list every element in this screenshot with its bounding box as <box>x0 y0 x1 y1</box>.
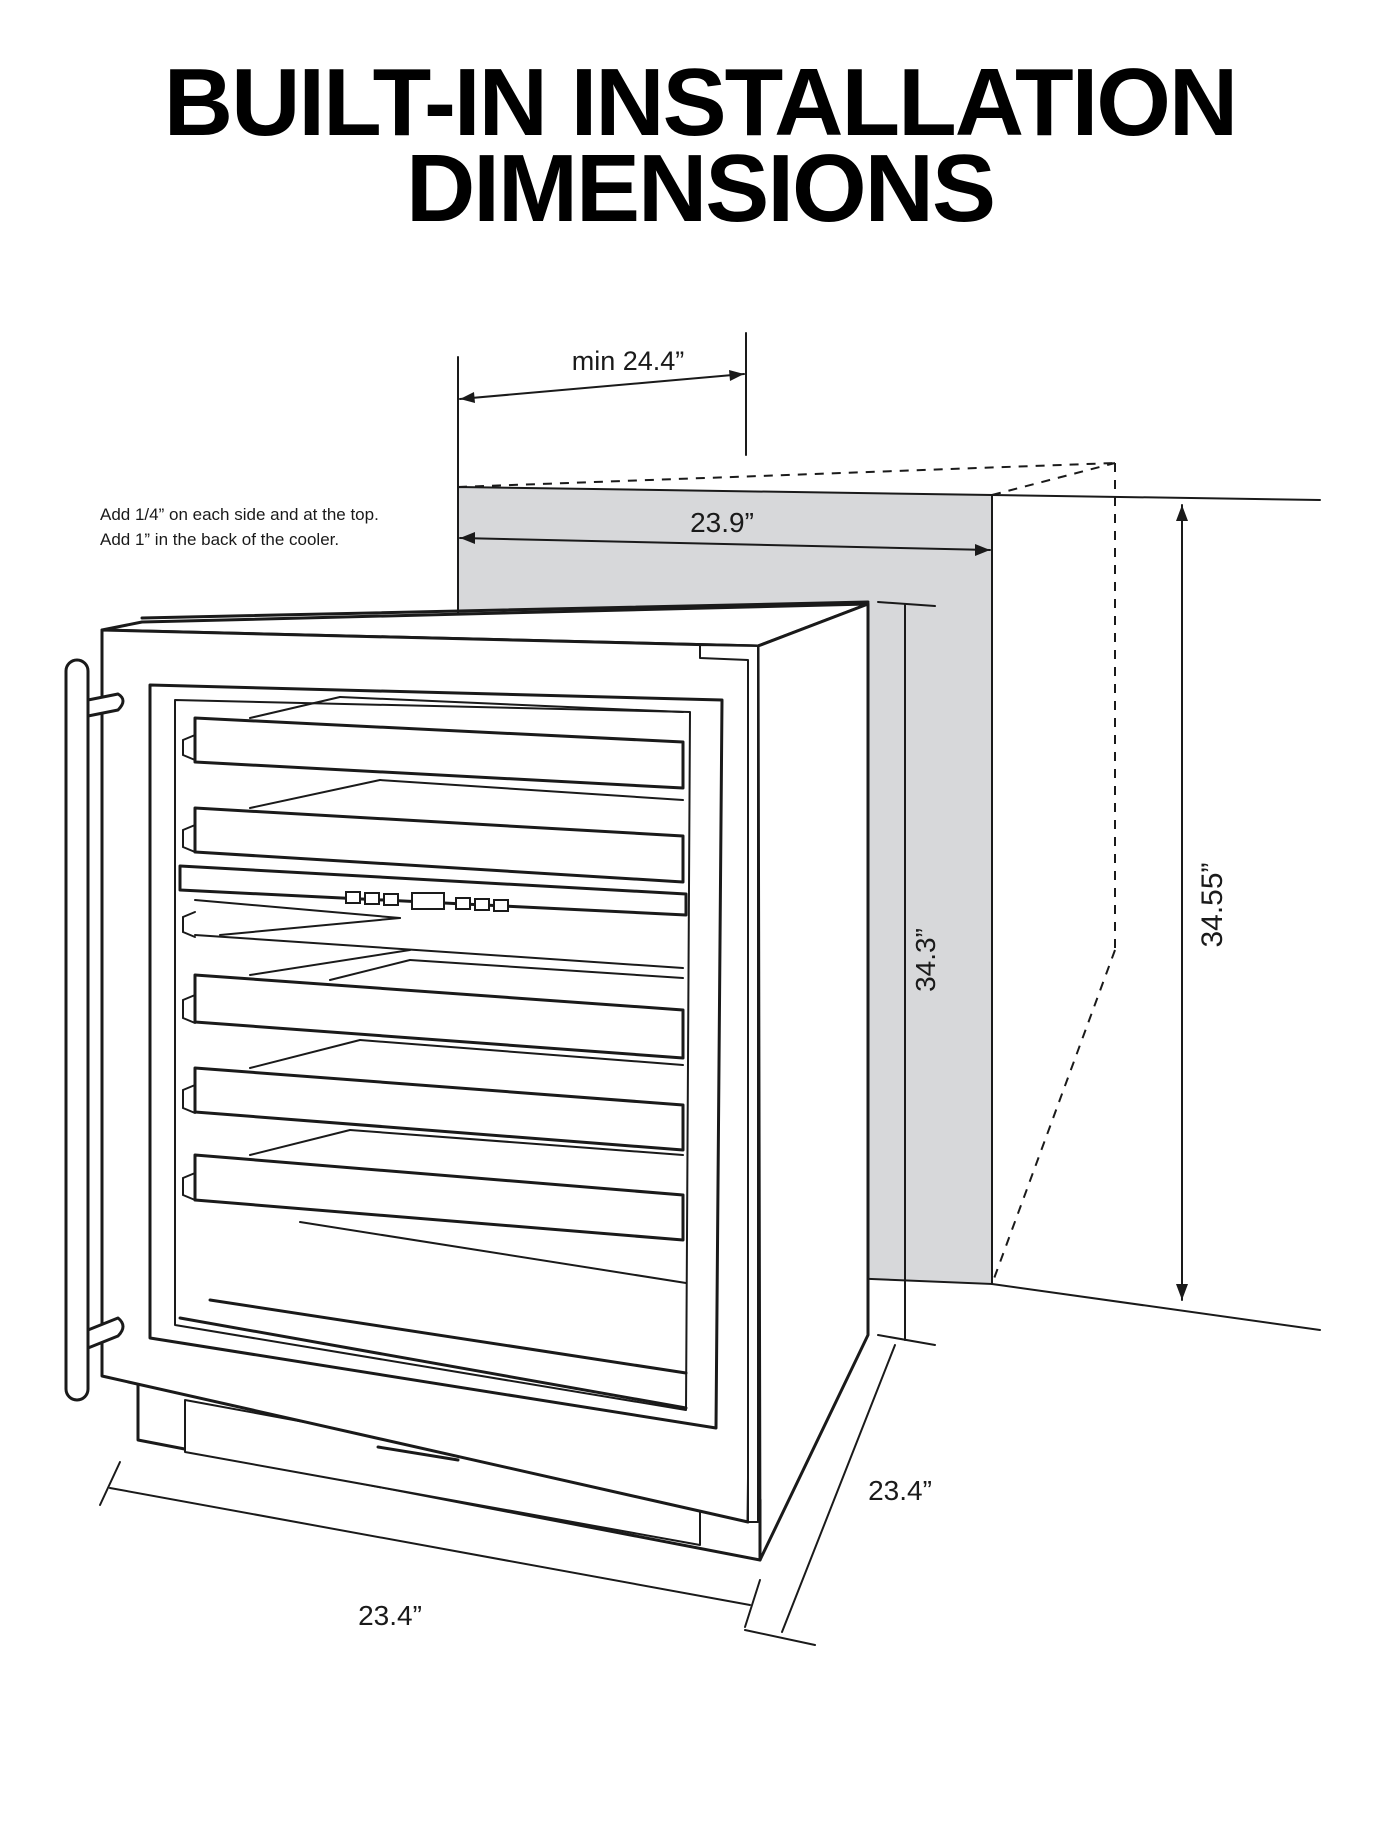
temp-button[interactable] <box>493 899 509 912</box>
floor-line <box>991 1283 1321 1331</box>
shelf-rail <box>349 1129 684 1156</box>
shelf-front <box>193 1066 685 1152</box>
dimension-line <box>781 1344 896 1633</box>
door-handle[interactable] <box>64 658 125 1402</box>
min-depth-label: min 24.4” <box>572 346 685 376</box>
shelf-rail <box>219 917 401 936</box>
shelf-rail <box>339 696 684 713</box>
glass-panel-inner <box>174 699 691 1411</box>
arrowhead-right <box>975 544 990 556</box>
shelf-1 <box>182 696 685 790</box>
control-panel-strip <box>178 864 688 917</box>
cavity-bottom-dashed-edge <box>991 949 1116 1285</box>
interior-floor-line <box>178 1316 688 1410</box>
shelf-rail <box>194 899 401 919</box>
shelf-bracket <box>182 1172 196 1201</box>
shelf-rail <box>194 934 684 969</box>
wine-cooler-unit <box>64 600 870 1562</box>
temp-button[interactable] <box>455 897 471 910</box>
dimension-arrow-line <box>459 373 745 400</box>
temp-button[interactable] <box>345 891 361 904</box>
note-line-2: Add 1” in the back of the cooler. <box>100 530 339 549</box>
dimension-unit-depth: 23.4” <box>744 1344 932 1646</box>
unit-width-label: 23.4” <box>358 1600 422 1631</box>
cabinet-right-side <box>756 602 870 1562</box>
shelf-rail <box>379 779 684 801</box>
dimension-line <box>109 1487 751 1606</box>
dimension-unit-height: 34.3” <box>877 601 941 1346</box>
arrowhead-top <box>1176 505 1188 521</box>
shelf-2 <box>182 779 685 884</box>
temp-button[interactable] <box>474 898 490 911</box>
shelf-bracket <box>182 824 196 853</box>
unit-depth-label: 23.4” <box>868 1475 932 1506</box>
shelf-bracket <box>182 994 196 1024</box>
temp-button[interactable] <box>383 893 399 906</box>
shelf-rail <box>359 1039 684 1066</box>
title-line-2: DIMENSIONS <box>405 135 996 242</box>
handle-bar[interactable] <box>64 658 90 1402</box>
shelf-rail <box>249 1039 361 1069</box>
shelf-5 <box>182 1039 685 1152</box>
opening-width-label: 23.9” <box>690 507 754 538</box>
cavity-top-dashed-edge <box>457 462 1116 488</box>
shelf-4 <box>182 949 685 1060</box>
unit-height-label: 34.3” <box>910 928 941 992</box>
extension-line-bottom <box>877 1334 936 1346</box>
dimension-opening-height: 34.55” <box>1176 504 1229 1301</box>
arrowhead-left <box>460 392 475 403</box>
dimension-min-depth: min 24.4” <box>457 332 747 488</box>
lock-bar <box>376 1445 460 1462</box>
cavity-top-dashed-depth <box>991 462 1116 496</box>
dimension-opening-width: 23.9” <box>459 507 991 556</box>
countertop-line <box>991 494 1321 501</box>
shelf-6 <box>182 1129 685 1242</box>
shelf-rail <box>249 949 411 976</box>
shelf-3 <box>182 899 684 969</box>
extension-line-top <box>877 601 936 607</box>
dimension-arrow-line <box>459 537 991 551</box>
installation-note: Add 1/4” on each side and at the top. Ad… <box>100 505 379 549</box>
interior-back-bottom <box>208 1298 688 1375</box>
shelf-bracket <box>182 1084 196 1114</box>
end-tick-right <box>744 1579 761 1628</box>
shelf-rail <box>409 959 684 979</box>
end-tick <box>744 1629 816 1646</box>
shelf-front <box>193 973 685 1060</box>
temperature-display <box>411 892 445 910</box>
note-line-1: Add 1/4” on each side and at the top. <box>100 505 379 524</box>
door-edge <box>699 644 759 1523</box>
cabinet-back-top-edge <box>140 600 870 620</box>
handle-standoff-bottom <box>86 1316 125 1350</box>
shelf-rail <box>249 1129 351 1156</box>
arrowhead-right <box>729 370 744 381</box>
interior-back-rear-floor <box>299 1221 687 1284</box>
shelf-rail <box>329 959 411 981</box>
shelf-bracket <box>182 911 196 938</box>
arrowhead-bottom <box>1176 1284 1188 1300</box>
dimension-unit-width: 23.4” <box>99 1461 761 1631</box>
control-panel <box>178 864 688 917</box>
arrowhead-left <box>460 532 475 544</box>
opening-height-label: 34.55” <box>1196 862 1229 947</box>
page-title: BUILT-IN INSTALLATION DIMENSIONS <box>0 49 1400 242</box>
shelf-front <box>193 806 685 884</box>
shelf-front <box>193 1153 685 1242</box>
shelf-rail <box>249 696 341 719</box>
end-tick-left <box>99 1461 121 1506</box>
temp-button[interactable] <box>364 892 380 905</box>
shelf-front <box>193 716 685 790</box>
handle-standoff-top <box>86 692 125 718</box>
shelf-rail <box>249 779 381 809</box>
title-line-1: BUILT-IN INSTALLATION <box>163 49 1239 156</box>
shelf-bracket <box>182 734 196 761</box>
